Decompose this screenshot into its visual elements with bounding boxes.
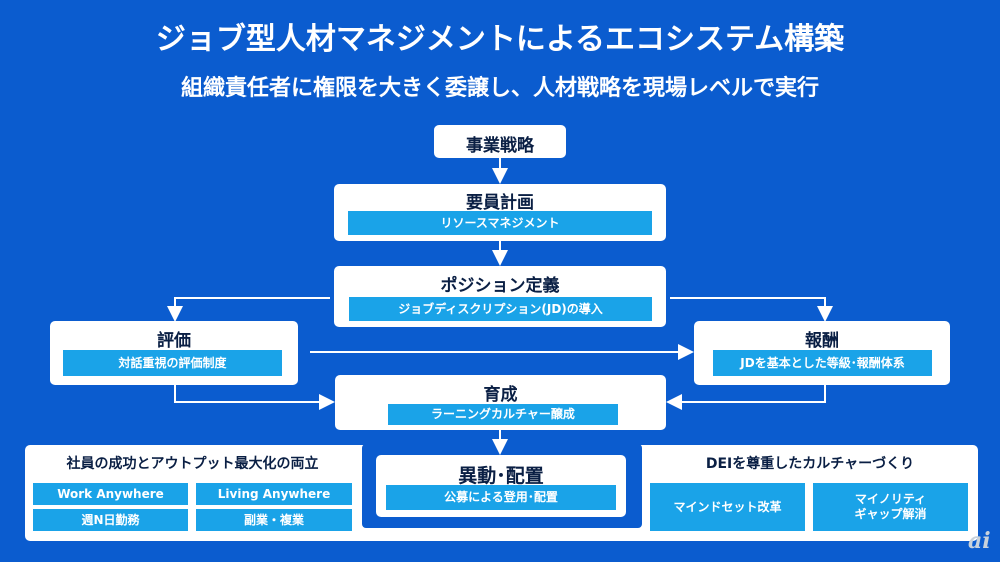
transfer-box: 異動･配置 公募による登用･配置 [376,455,626,517]
main-title: ジョブ型人材マネジメントによるエコシステム構築 [155,22,845,57]
left-item: Living Anywhere [196,483,352,505]
staffing-box: 要員計画 リソースマネジメント [334,184,666,241]
staffing-title: 要員計画 [466,193,534,213]
watermark-logo: ai [968,528,991,554]
transfer-title: 異動･配置 [458,465,544,487]
reward-box: 報酬 JDを基本とした等級･報酬体系 [694,321,950,385]
subtitle: 組織責任者に権限を大きく委譲し、人材戦略を現場レベルで実行 [180,76,819,101]
arrow [666,385,826,410]
transfer-sub: 公募による登用･配置 [386,485,616,510]
evaluation-box: 評価 対話重視の評価制度 [50,321,298,385]
staffing-sub: リソースマネジメント [348,211,652,235]
strategy-label: 事業戦略 [466,136,534,156]
strategy-box: 事業戦略 [434,125,566,158]
reward-title: 報酬 [805,331,839,351]
arrow [167,297,330,322]
right-panel-title: DEIを尊重したカルチャーづくり [705,456,915,472]
arrow [670,297,833,322]
left-item: Work Anywhere [33,483,188,505]
development-sub: ラーニングカルチャー醸成 [388,404,618,425]
left-panel-title: 社員の成功とアウトプット最大化の両立 [66,456,319,472]
reward-sub: JDを基本とした等級･報酬体系 [713,350,932,376]
arrow [174,385,335,410]
right-item: マイノリティ ギャップ解消 [813,483,968,531]
development-box: 育成 ラーニングカルチャー醸成 [335,375,666,430]
development-title: 育成 [483,385,518,405]
left-item: 副業・複業 [196,509,352,531]
position-sub: ジョブディスクリプション(JD)の導入 [349,297,652,321]
evaluation-sub: 対話重視の評価制度 [63,350,282,376]
position-title: ポジション定義 [440,276,560,296]
position-box: ポジション定義 ジョブディスクリプション(JD)の導入 [334,266,666,327]
evaluation-title: 評価 [157,331,191,351]
left-item: 週N日勤務 [33,509,188,531]
right-item: マインドセット改革 [650,483,805,531]
